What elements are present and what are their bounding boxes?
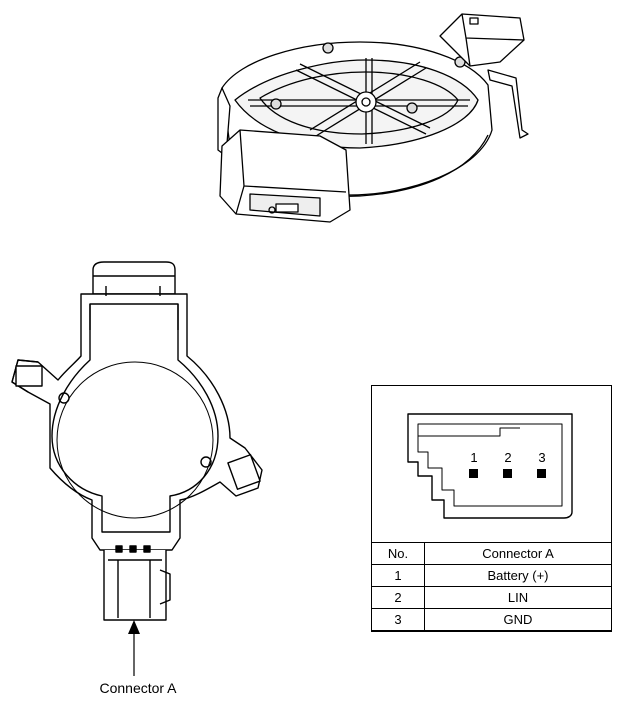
svg-text:2: 2 (504, 450, 511, 465)
header-no: No. (371, 542, 425, 565)
table-row: 3 GND (371, 608, 612, 631)
pin-function-cell: LIN (424, 586, 612, 609)
connector-a-callout-label: Connector A (99, 680, 177, 696)
pin-2: 2 (503, 450, 512, 478)
table-row: 1 Battery (+) (371, 564, 612, 587)
pin-function-table: No. Connector A 1 Battery (+) 2 LIN 3 GN… (371, 542, 612, 631)
svg-text:3: 3 (538, 450, 545, 465)
pin-3: 3 (537, 450, 546, 478)
table-header-row: No. Connector A (371, 542, 612, 565)
svg-text:1: 1 (470, 450, 477, 465)
pin-number-cell: 1 (371, 564, 425, 587)
pin-number-cell: 3 (371, 608, 425, 631)
connector-a-callout-arrow (128, 620, 140, 676)
header-connector-a: Connector A (424, 542, 612, 565)
pin-function-cell: Battery (+) (424, 564, 612, 587)
pin-function-cell: GND (424, 608, 612, 631)
pin-number-cell: 2 (371, 586, 425, 609)
table-row: 2 LIN (371, 586, 612, 609)
pin-1: 1 (469, 450, 478, 478)
connector-pinout-frame (371, 385, 612, 632)
